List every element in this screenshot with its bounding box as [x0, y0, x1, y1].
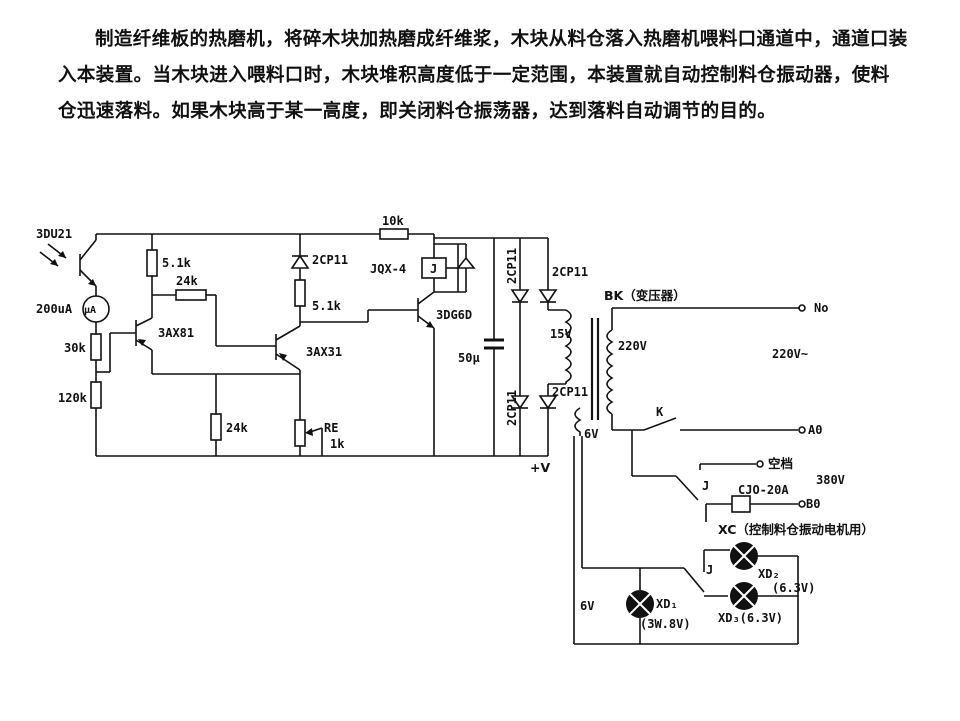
intro-paragraph: 制造纤维板的热磨机，将碎木块加热磨成纤维浆，木块从料仓落入热磨机喂料口通道中，通… [58, 29, 908, 122]
bridge-diode-1 [510, 289, 530, 304]
resistor-120k [90, 381, 102, 409]
transistor-q1 [135, 317, 153, 351]
resistor-24k-bottom [210, 413, 222, 441]
label-5k1-mid: 5.1k [312, 299, 342, 313]
terminal-idle [756, 460, 764, 468]
resistor-5k1-mid [294, 279, 306, 307]
transistor-q2 [275, 325, 301, 371]
label-24k-top: 24k [176, 274, 198, 288]
label-re: RE [324, 421, 338, 435]
label-3ax81: 3AX81 [158, 326, 194, 340]
label-380v: 380V [816, 473, 845, 487]
lamp-xd2 [730, 542, 758, 570]
label-220v-primary: 220V [618, 339, 647, 353]
resistor-24k-top [175, 289, 207, 301]
label-xd1-rating: (3W.8V) [640, 617, 691, 631]
resistor-5k1-left [146, 249, 158, 277]
label-relay-contact-1: J [702, 479, 709, 493]
label-node-b: B0 [806, 497, 820, 511]
label-30k: 30k [64, 341, 86, 355]
label-xd1: XD₁ [656, 597, 678, 611]
label-xd2-rating: (6.3V) [772, 581, 815, 595]
label-relay-j: J [430, 262, 437, 276]
secondary-coil-15v [564, 309, 572, 384]
diode-2cp11-top [290, 254, 310, 269]
label-relay-contact-2: J [706, 563, 713, 577]
label-2cp11-top: 2CP11 [312, 253, 348, 267]
label-jqx4: JQX-4 [370, 262, 406, 276]
primary-coil [606, 329, 614, 415]
label-6v-lamp: 6V [580, 599, 594, 613]
label-contactor: CJO-20A [738, 483, 789, 497]
label-24k-bottom: 24k [226, 421, 248, 435]
phototransistor-3du21 [79, 239, 97, 287]
label-transformer: BK（变压器） [604, 288, 686, 303]
label-120k: 120k [58, 391, 88, 405]
terminal-a [798, 426, 806, 434]
switch-k [643, 417, 677, 431]
label-xd2: XD₂ [758, 567, 780, 581]
label-3du21: 3DU21 [36, 227, 72, 241]
label-xc: XC（控制料仓振动电机用） [718, 522, 874, 537]
secondary-coil-6v [574, 407, 582, 436]
relay-contact-1 [675, 475, 699, 501]
label-switch-k: K [656, 405, 664, 419]
label-3ax31: 3AX31 [306, 345, 342, 359]
label-node-a: A0 [808, 423, 822, 437]
label-bridge-d2: 2CP11 [552, 265, 588, 279]
bridge-diode-3 [510, 395, 530, 410]
potentiometer-re [294, 419, 306, 447]
terminal-b [798, 500, 806, 508]
label-15v: 15V [550, 327, 572, 341]
label-5k1-left: 5.1k [162, 256, 192, 270]
label-bridge-d1: 2CP11 [505, 248, 519, 284]
label-pot-1k: 1k [330, 437, 345, 451]
label-6v-small: 6V [584, 427, 598, 441]
relay-contact-2 [683, 567, 705, 593]
terminal-n [798, 304, 806, 312]
label-200ua: 200uA [36, 302, 73, 316]
label-bridge-d4: 2CP11 [552, 385, 588, 399]
light-arrows [39, 243, 67, 267]
bridge-diode-2 [538, 289, 558, 304]
label-plus-v: +V [530, 460, 550, 475]
lamp-xd1 [626, 590, 654, 618]
transistor-q3 [417, 291, 435, 329]
resistor-10k [379, 228, 409, 240]
resistor-30k [90, 333, 102, 361]
label-3dg6d: 3DG6D [436, 308, 472, 322]
label-10k: 10k [382, 214, 404, 228]
diode-flyback [456, 256, 476, 269]
label-meter-symbol: μA [84, 305, 96, 316]
label-50u: 50μ [458, 351, 480, 365]
label-node-n: No [814, 301, 828, 315]
label-xd3: XD₃(6.3V) [718, 611, 783, 625]
label-bridge-d3: 2CP11 [505, 390, 519, 426]
contactor-coil [731, 495, 751, 513]
label-220v-mains: 220V~ [772, 347, 808, 361]
label-idle: 空档 [768, 456, 793, 471]
lamp-xd3 [730, 582, 758, 610]
